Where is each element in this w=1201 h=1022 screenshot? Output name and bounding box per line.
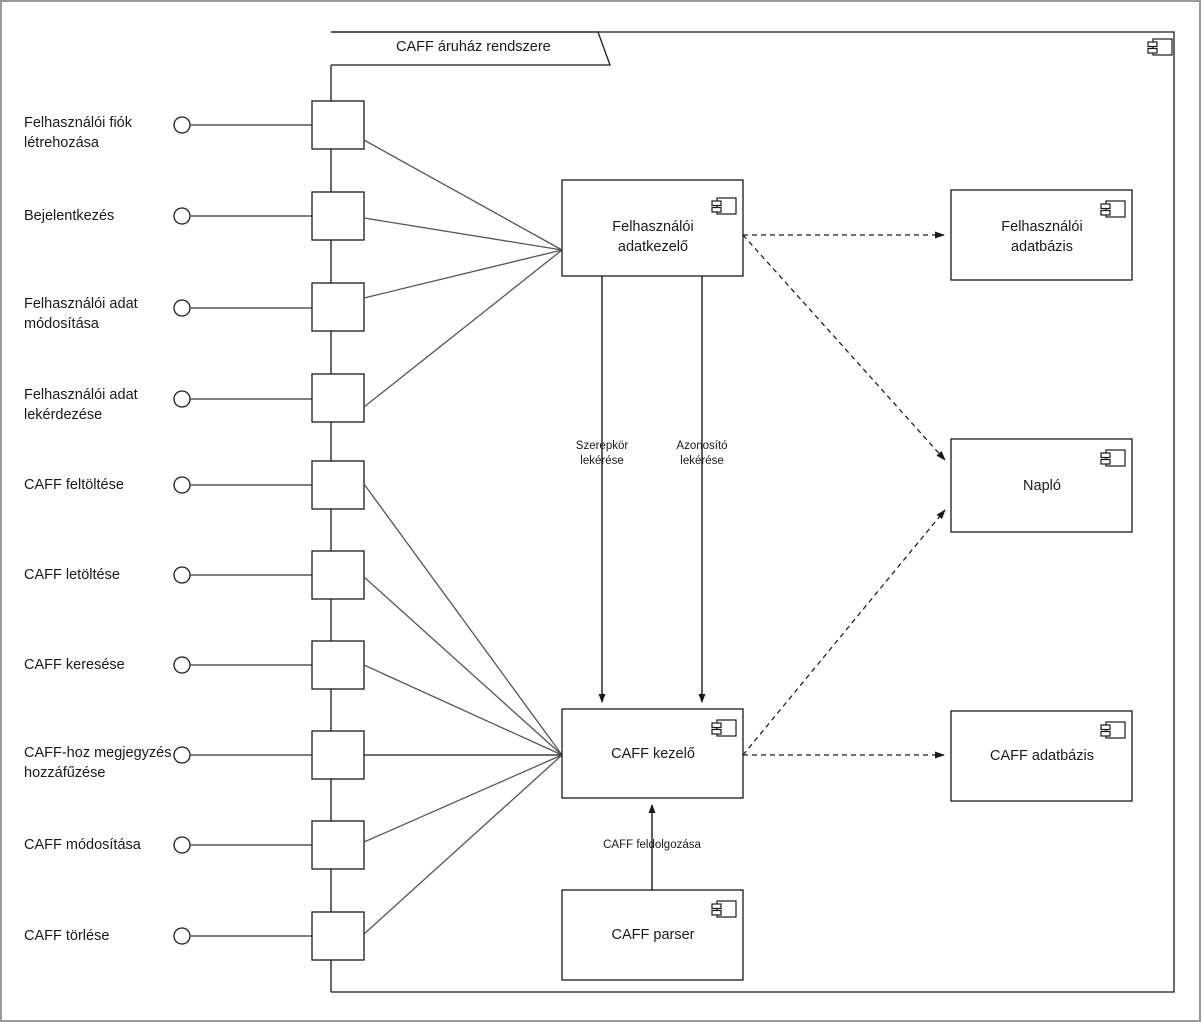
interface-connector-uc5[interactable]	[173, 460, 365, 510]
connection-caffkezelo-to-naplo	[742, 509, 946, 756]
component-icon	[1100, 449, 1126, 467]
interface-connector-uc2[interactable]	[173, 191, 365, 241]
component-felhasznaloi-adatkezelo[interactable]	[561, 179, 744, 277]
component-caff-adatbazis[interactable]	[950, 710, 1133, 802]
component-icon	[1100, 200, 1126, 218]
component-icon	[1100, 721, 1126, 739]
component-icon	[711, 197, 737, 215]
system-boundary	[331, 31, 1175, 993]
connection-adatkezelo-to-naplo	[742, 234, 946, 461]
interface-connector-uc3[interactable]	[173, 282, 365, 332]
interface-connector-uc7[interactable]	[173, 640, 365, 690]
component-caff-parser[interactable]	[561, 889, 744, 981]
component-icon	[711, 900, 737, 918]
interface-connector-uc8[interactable]	[173, 730, 365, 780]
component-caff-kezelo[interactable]	[561, 708, 744, 799]
component-felhasznaloi-adatbazis[interactable]	[950, 189, 1133, 281]
interface-connector-uc6[interactable]	[173, 550, 365, 600]
component-icon	[1147, 38, 1173, 56]
component-naplo[interactable]	[950, 438, 1133, 533]
assembly-lines-caff-manager	[363, 483, 563, 935]
interface-connector-uc10[interactable]	[173, 911, 365, 961]
component-icon	[711, 719, 737, 737]
assembly-lines-user-manager	[363, 139, 563, 408]
interface-connector-uc4[interactable]	[173, 373, 365, 423]
interface-connector-uc9[interactable]	[173, 820, 365, 870]
interface-connector-uc1[interactable]	[173, 100, 365, 150]
